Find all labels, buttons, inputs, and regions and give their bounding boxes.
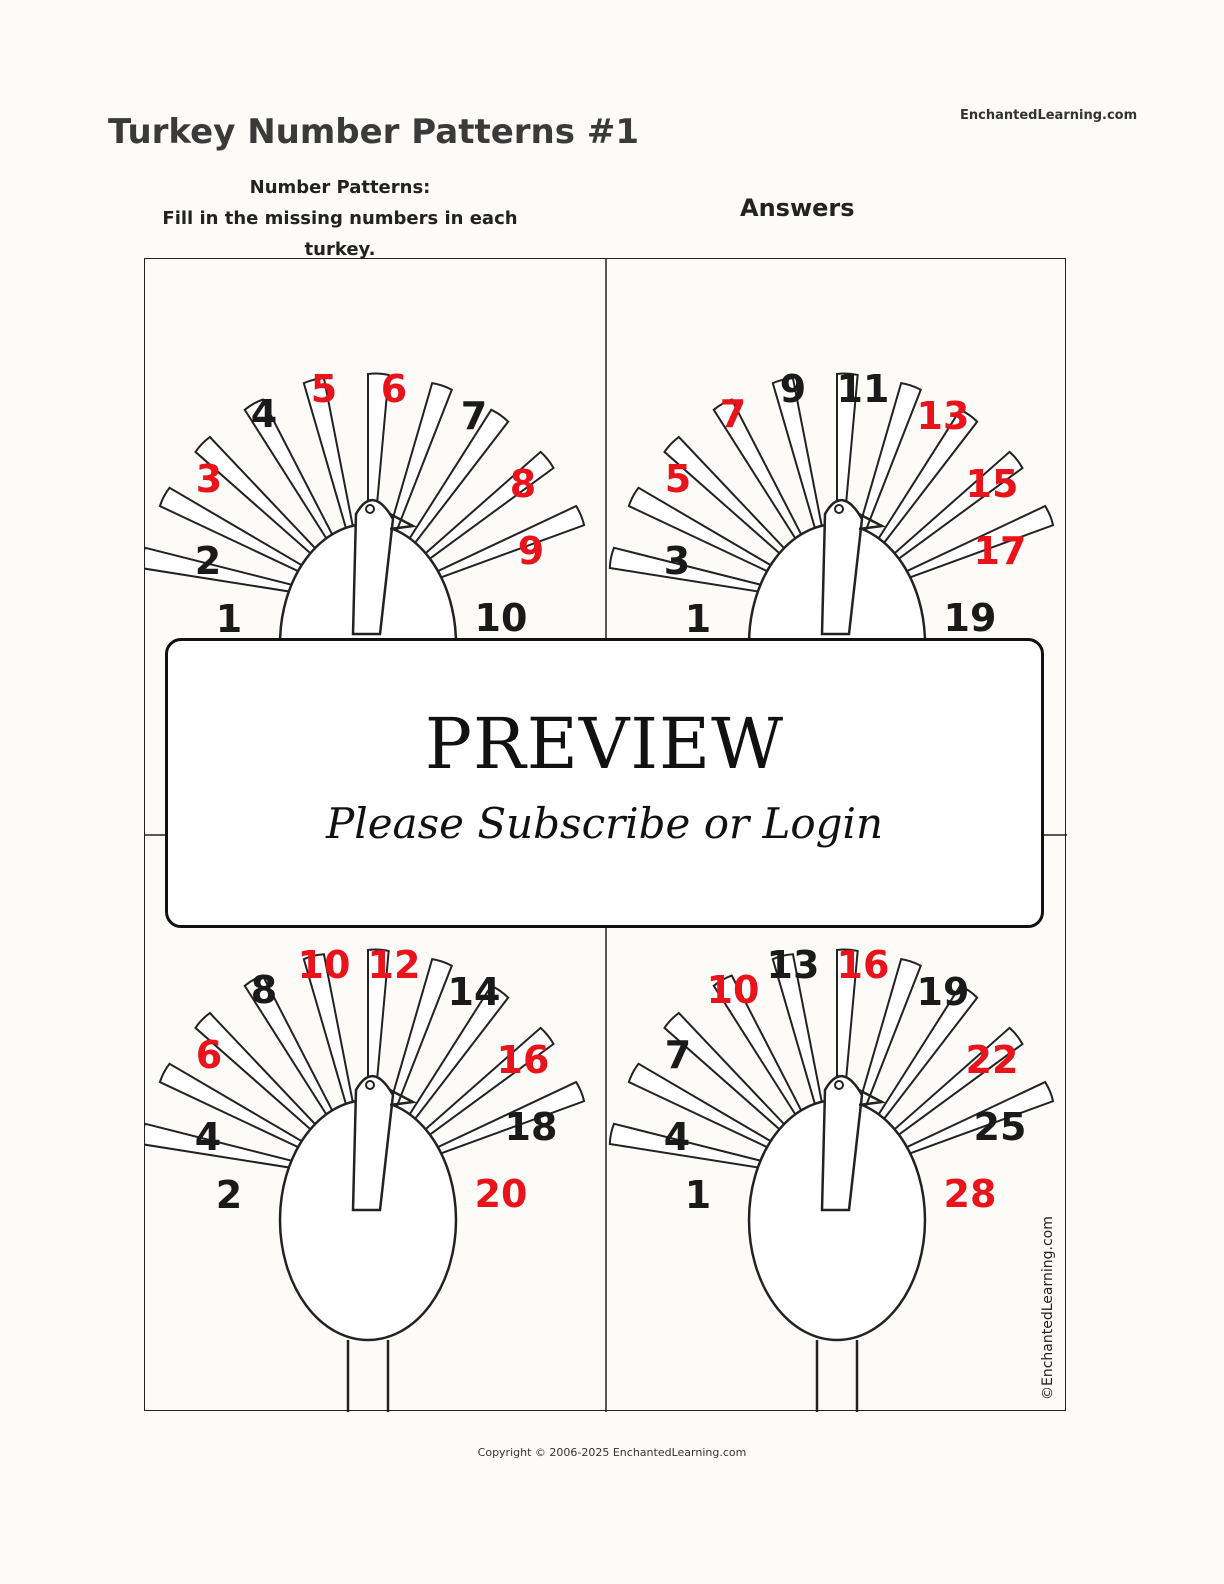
- turkey-beak: [858, 512, 887, 531]
- turkey-eye: [834, 1080, 844, 1090]
- given-number: 19: [944, 596, 997, 640]
- given-number: 11: [837, 367, 890, 411]
- answer-number: 28: [944, 1172, 997, 1216]
- instructions-heading: Number Patterns:: [249, 177, 431, 198]
- given-number: 19: [917, 970, 970, 1014]
- preview-heading: PREVIEW: [424, 703, 785, 785]
- given-number: 2: [216, 1173, 242, 1217]
- preview-overlay[interactable]: PREVIEW Please Subscribe or Login: [165, 638, 1044, 928]
- given-number: 7: [665, 1033, 691, 1077]
- given-number: 1: [685, 597, 711, 641]
- answer-number: 5: [311, 367, 337, 411]
- page-title: Turkey Number Patterns #1: [108, 112, 639, 152]
- turkey-3: 2 4 68 10 12 14 16 18 20: [145, 943, 586, 1412]
- turkey-neck: [820, 499, 864, 636]
- given-number: 2: [195, 539, 221, 583]
- turkey-beak: [858, 1088, 887, 1107]
- turkey-eye: [365, 1080, 375, 1090]
- answer-number: 10: [298, 943, 351, 987]
- answer-number: 16: [837, 943, 890, 987]
- answer-number: 12: [368, 943, 421, 987]
- given-number: 7: [461, 394, 487, 438]
- answer-number: 3: [196, 457, 222, 501]
- turkey-neck: [351, 1075, 395, 1212]
- given-number: 1: [685, 1173, 711, 1217]
- turkey-beak: [389, 1088, 418, 1107]
- given-number: 4: [195, 1115, 221, 1159]
- answer-number: 6: [196, 1033, 222, 1077]
- answer-number: 15: [966, 462, 1019, 506]
- instructions: Number Patterns: Fill in the missing num…: [140, 172, 540, 265]
- site-name[interactable]: EnchantedLearning.com: [960, 108, 1138, 123]
- given-number: 18: [505, 1105, 558, 1149]
- answer-number: 13: [917, 394, 970, 438]
- turkey-neck: [351, 499, 395, 636]
- turkey-legs: [346, 1340, 390, 1412]
- turkey-eye: [365, 504, 375, 514]
- given-number: 8: [251, 968, 277, 1012]
- given-number: 9: [780, 367, 806, 411]
- turkey-neck: [820, 1075, 864, 1212]
- given-number: 3: [664, 539, 690, 583]
- given-number: 4: [664, 1115, 690, 1159]
- answer-number: 22: [966, 1038, 1019, 1082]
- turkey-legs: [815, 1340, 859, 1412]
- instructions-text: Fill in the missing numbers in each turk…: [162, 208, 518, 260]
- given-number: 14: [448, 970, 501, 1014]
- given-number: 13: [767, 943, 820, 987]
- answer-number: 17: [974, 529, 1027, 573]
- given-number: 25: [974, 1105, 1027, 1149]
- copyright: Copyright © 2006-2025 EnchantedLearning.…: [477, 1446, 747, 1459]
- answer-number: 6: [381, 367, 407, 411]
- answer-number: 9: [518, 529, 544, 573]
- turkey-eye: [834, 504, 844, 514]
- answer-number: 5: [665, 457, 691, 501]
- answer-number: 7: [720, 392, 746, 436]
- given-number: 1: [216, 597, 242, 641]
- answer-number: 20: [475, 1172, 528, 1216]
- answer-number: 16: [497, 1038, 550, 1082]
- answers-label: Answers: [740, 194, 855, 222]
- given-number: 4: [251, 392, 277, 436]
- answer-number: 10: [707, 968, 760, 1012]
- watermark: ©EnchantedLearning.com: [1040, 1216, 1056, 1400]
- subscribe-login-link[interactable]: Please Subscribe or Login: [326, 799, 883, 848]
- answer-number: 8: [510, 462, 536, 506]
- given-number: 10: [475, 596, 528, 640]
- turkey-beak: [389, 512, 418, 531]
